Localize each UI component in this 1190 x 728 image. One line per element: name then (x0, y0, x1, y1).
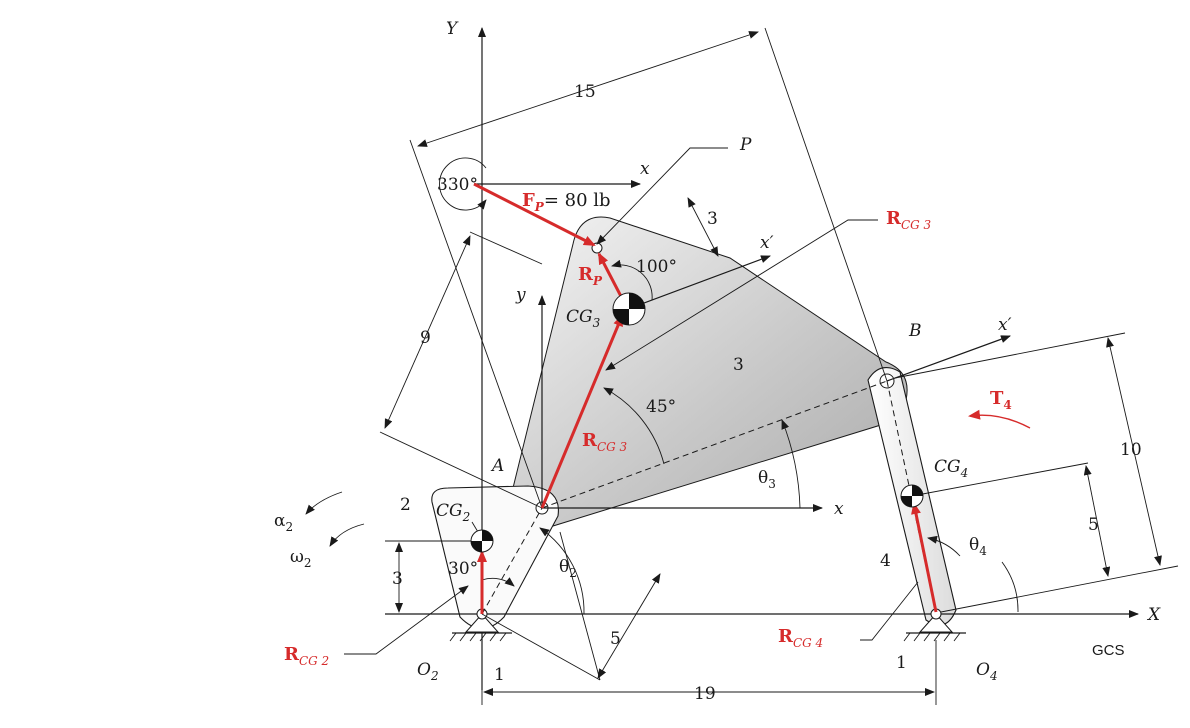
ground-o4 (903, 613, 966, 642)
dim-3-top-line (687, 197, 719, 257)
local-xprime-cg3 (627, 255, 771, 310)
link-3-label: 3 (733, 355, 744, 375)
point-b-label: B (908, 321, 922, 341)
theta2-label: θ2 (559, 557, 577, 580)
link-2-label: 2 (400, 495, 411, 515)
point-a-label: A (490, 456, 504, 476)
local-xprime-cg3-label: x′ (760, 233, 774, 253)
local-x-top-label: x (640, 159, 650, 179)
dim-10-label: 10 (1120, 440, 1142, 460)
arc-alpha2 (305, 491, 343, 515)
local-x-a-label: x (834, 499, 844, 519)
dim-5-bottom-line (597, 573, 661, 679)
arc-30 (481, 577, 515, 587)
dim-9-line (384, 235, 471, 429)
ground-o2 (449, 613, 512, 642)
vector-rcg3-callout-label: RCG 3 (886, 208, 932, 232)
cg2-label: CG2 (436, 501, 470, 524)
link-4-label: 4 (880, 551, 891, 571)
link3-centerline (541, 380, 888, 509)
leader-cg2 (471, 521, 479, 533)
cg4-label: CG4 (934, 457, 968, 480)
cg3-symbol (612, 292, 646, 326)
dim-10-line (1106, 337, 1162, 566)
point-p-label: P (739, 135, 752, 155)
cg4-symbol (900, 484, 924, 508)
vector-fp-label: FP= 80 lb (522, 190, 611, 214)
arc-theta3 (781, 419, 801, 509)
dim-15-label: 15 (574, 82, 596, 102)
alpha2-label: α2 (274, 511, 293, 534)
vector-rp-label: RP (578, 264, 603, 288)
y-axis-label: Y (446, 19, 459, 39)
leader-rcg2 (344, 585, 469, 655)
arc-theta2 (539, 527, 585, 615)
ground-left-label: 1 (494, 665, 505, 685)
arc-100 (611, 259, 653, 301)
link2-centerline (481, 507, 543, 615)
x-axis-label: X (1146, 605, 1161, 625)
leader-rcg4 (860, 581, 919, 641)
vector-rcg4 (911, 502, 938, 613)
dim-3-top-label: 3 (707, 209, 718, 229)
vector-rcg3 (540, 314, 624, 509)
dim-construct-lines (379, 27, 1179, 705)
angle-30-label: 30° (448, 559, 478, 579)
arc-330 (439, 157, 487, 211)
ground-right-label: 1 (896, 653, 907, 673)
dim-5-bottom-label: 5 (610, 629, 621, 649)
vector-fp (473, 182, 596, 247)
leader-p (596, 147, 728, 245)
arc-45 (603, 387, 665, 465)
arc-omega2 (329, 523, 365, 547)
dim-5-right-line (1083, 465, 1111, 577)
vector-rcg4-label: RCG 4 (778, 626, 823, 650)
omega2-label: ω2 (290, 547, 312, 570)
leader-rcg3 (605, 219, 878, 371)
dim-3-left-label: 3 (392, 569, 403, 589)
arc-theta4-in (927, 535, 961, 557)
local-xprime-b (886, 335, 1011, 382)
gcs-label: GCS (1092, 642, 1125, 659)
theta3-label: θ3 (758, 468, 776, 491)
arc-theta4 (1001, 561, 1019, 613)
local-xprime-b-label: x′ (998, 315, 1012, 335)
theta4-label: θ4 (969, 535, 987, 558)
point-o2-label: O2 (417, 660, 439, 683)
vector-rcg3-inline-label: RCG 3 (582, 430, 628, 454)
angle-330-label: 330° (437, 175, 478, 195)
cg2-symbol (470, 529, 494, 553)
dim-15-line (417, 31, 759, 147)
dim-19-label: 19 (694, 684, 716, 704)
dim-5-right-label: 5 (1088, 515, 1099, 535)
cg3-label: CG3 (566, 307, 601, 330)
torque-t4-label: T4 (990, 388, 1012, 412)
angle-45-label: 45° (646, 397, 676, 417)
link-3-body (511, 216, 908, 531)
arc-t4 (968, 409, 1031, 429)
vector-rcg2-label: RCG 2 (284, 644, 329, 668)
point-o4-label: O4 (976, 660, 998, 683)
angle-100-label: 100° (636, 257, 677, 277)
local-y-label: y (515, 285, 526, 305)
dim-9-label: 9 (420, 328, 431, 348)
